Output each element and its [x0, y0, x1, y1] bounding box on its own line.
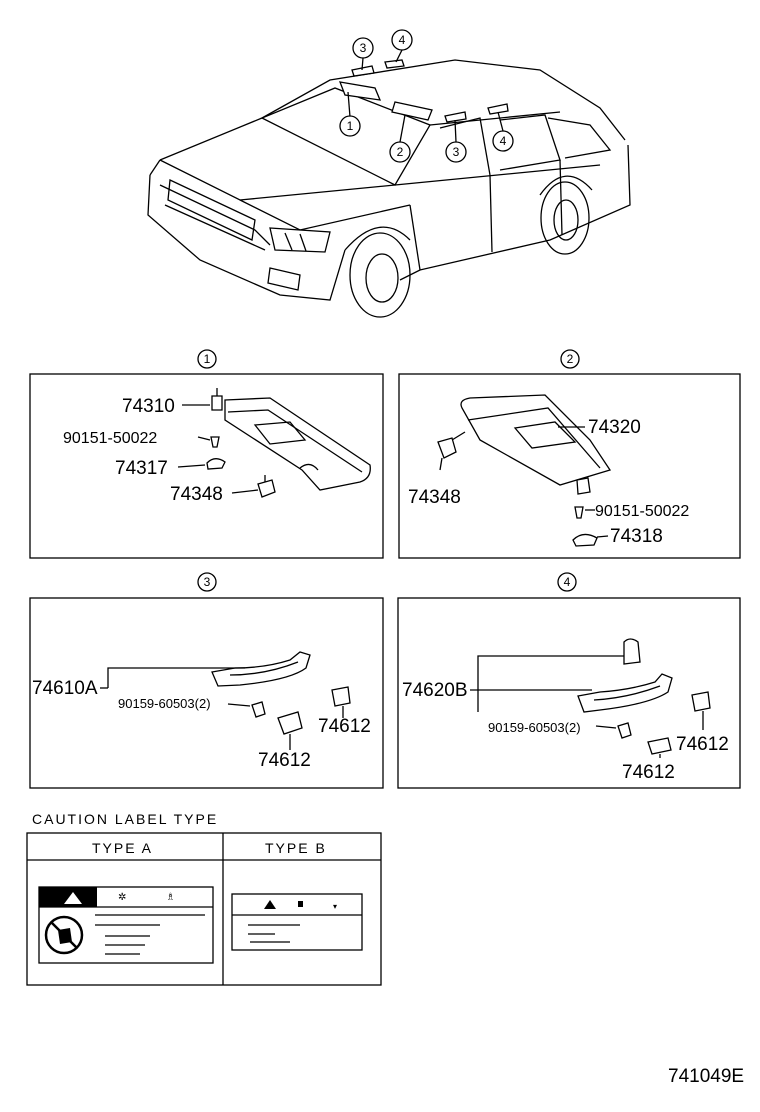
part-label-74612-d: 74612 [622, 762, 675, 783]
cap-74612-b [277, 711, 303, 735]
cap-74612-c [691, 691, 711, 712]
part-label-90159-60503-b: 90159-60503(2) [488, 720, 581, 735]
type-b-header: TYPE B [265, 840, 327, 856]
type-a-header: TYPE A [92, 840, 153, 856]
seat-icon: ♗ [166, 892, 175, 903]
car-callout-1-text: 1 [347, 119, 354, 133]
coat-hook [623, 638, 641, 665]
part-label-74318: 74318 [610, 526, 663, 547]
sun-visor-left [224, 397, 371, 491]
visor-holder-74348-b [437, 437, 457, 459]
car-callout-4 [391, 29, 413, 51]
part-label-74320: 74320 [588, 417, 641, 438]
panel-4-marker [557, 572, 577, 592]
part-label-74612-c: 74612 [676, 734, 729, 755]
cap-74612-a [331, 686, 351, 707]
seat-icon-b: ▾ [333, 902, 337, 911]
part-label-90151-50022-b: 90151-50022 [595, 503, 689, 520]
panel-1-marker [197, 349, 217, 369]
panel-2-marker [560, 349, 580, 369]
screw-4 [617, 722, 632, 739]
screw-1 [210, 436, 220, 448]
assist-grip-74620b [577, 673, 673, 713]
part-label-90159-60503: 90159-60503(2) [118, 696, 211, 711]
caution-table [26, 832, 382, 986]
part-label-74310: 74310 [122, 396, 175, 417]
car-callout-2 [389, 141, 411, 163]
part-label-74612-a: 74612 [318, 716, 371, 737]
airbag-icon-b [298, 901, 303, 907]
car-callout-3 [352, 37, 374, 59]
panel-1: 1 74310 90151-50022 74317 74348 [29, 349, 384, 559]
type-a-label: ✲ ♗ [38, 886, 214, 964]
visor-mount-b [576, 477, 591, 495]
type-b-label: ▾ [231, 893, 363, 951]
visor-mount [211, 395, 223, 411]
part-label-74348-b: 74348 [408, 487, 461, 508]
part-label-90151-50022: 90151-50022 [63, 430, 157, 447]
visor-holder-74318 [572, 533, 598, 547]
warning-triangle-icon [64, 892, 82, 904]
panel-4: 4 74620B 90159-60503(2) 74612 74612 [397, 572, 741, 789]
car-callout-3b-text: 3 [453, 145, 460, 159]
caution-heading: CAUTION LABEL TYPE [32, 811, 218, 827]
screw-2 [574, 506, 584, 519]
car-callout-4-text: 4 [399, 33, 406, 47]
airbag-icon: ✲ [118, 892, 126, 903]
panel-2-frame [398, 373, 741, 559]
assist-grip-74610a [211, 651, 311, 687]
panel-1-frame [29, 373, 384, 559]
panel-1-title: 1 [204, 352, 211, 366]
panel-3-marker [197, 572, 217, 592]
part-label-74348: 74348 [170, 484, 223, 505]
car-callout-3b [445, 141, 467, 163]
panel-3: 3 74610A 90159-60503(2) 74612 74612 [29, 572, 384, 789]
figure-code: 741049E [668, 1066, 744, 1087]
panel-2: 2 74320 74348 90151-50022 74318 [398, 349, 741, 559]
panel-3-title: 3 [204, 575, 211, 589]
panel-3-frame [29, 597, 384, 789]
part-label-74612-b: 74612 [258, 750, 311, 771]
panel-4-title: 4 [564, 575, 571, 589]
visor-holder-74317 [206, 458, 226, 470]
car-callout-1 [339, 115, 361, 137]
car-callout-4b [492, 130, 514, 152]
screw-3 [251, 701, 266, 718]
visor-holder-74348 [257, 479, 276, 498]
part-label-74610a: 74610A [32, 678, 98, 699]
warning-triangle-icon-b [264, 900, 276, 909]
car-callout-4b-text: 4 [500, 134, 507, 148]
car-callout-3-text: 3 [360, 41, 367, 55]
part-label-74620b: 74620B [402, 680, 468, 701]
sun-visor-right [460, 394, 612, 486]
cap-74612-d [647, 737, 672, 755]
car-callout-2-text: 2 [397, 145, 404, 159]
car-illustration: 3 4 1 2 3 4 [147, 29, 631, 318]
prohibition-icon [44, 915, 84, 955]
panel-2-title: 2 [567, 352, 574, 366]
panel-4-frame [397, 597, 741, 789]
part-label-74317: 74317 [115, 458, 168, 479]
caution-label-section: CAUTION LABEL TYPE TYPE A TYPE B ✲ ♗ [26, 811, 382, 986]
